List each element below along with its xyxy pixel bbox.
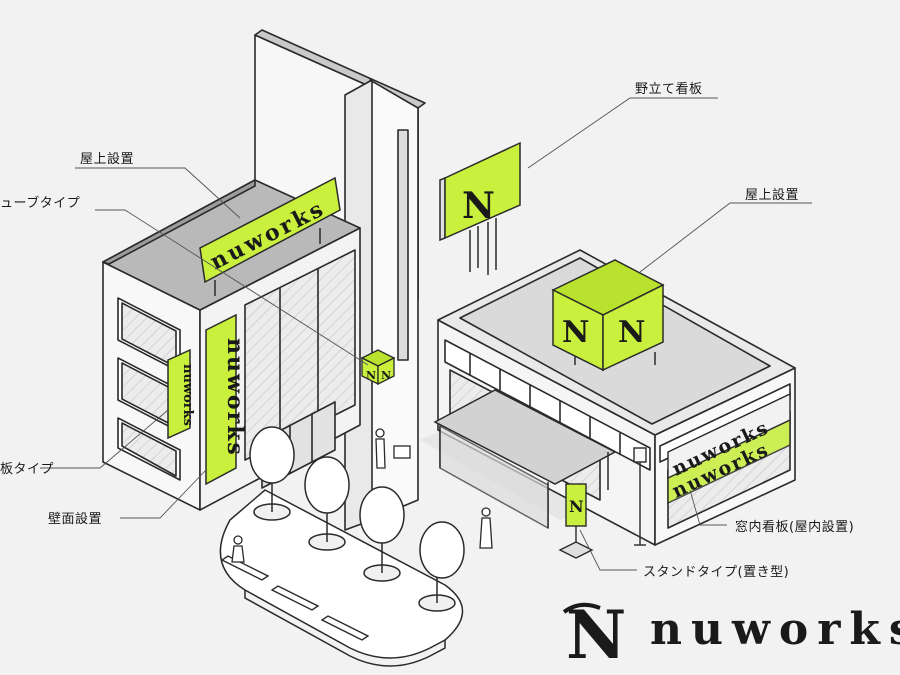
vertical-wall-sign: nuworks	[205, 313, 248, 486]
bench-2	[270, 585, 320, 611]
people	[231, 428, 493, 563]
person-sitting	[231, 535, 245, 563]
lamp-post	[633, 447, 647, 546]
tree-4	[418, 521, 465, 612]
small-cube-monogram: N	[366, 369, 376, 382]
stand-sign: N	[558, 483, 594, 559]
leader-rooftop-left	[75, 167, 241, 219]
label-stand-type: スタンドタイプ(置き型)	[643, 565, 790, 580]
leader-board-type	[40, 409, 169, 469]
label-rooftop-right: 屋上設置	[745, 188, 800, 203]
stand-sign-monogram: N	[569, 497, 584, 516]
brand-monogram-letter: N	[566, 598, 626, 668]
vertical-sign-text: nuworks	[222, 338, 248, 457]
person-walking	[479, 507, 493, 549]
leader-cube-type	[95, 209, 369, 366]
label-board-type: 板タイプ	[0, 462, 55, 477]
label-field-sign: 野立て看板	[635, 82, 703, 97]
leader-lines	[40, 97, 812, 571]
leader-rooftop-right	[639, 202, 812, 273]
tree-2	[304, 456, 350, 551]
leader-field-sign	[527, 97, 718, 169]
label-wall-install: 壁面設置	[48, 512, 103, 527]
bench-3	[320, 615, 370, 641]
trees	[249, 426, 465, 612]
leader-wall-install	[120, 469, 207, 519]
cube-monogram-left: N	[562, 315, 589, 350]
leader-window-sign	[689, 489, 727, 526]
plaza	[219, 489, 464, 667]
protruding-board-sign: nuworks	[167, 348, 195, 440]
person-with-cart	[375, 428, 411, 469]
small-cube-monogram-b: N	[381, 369, 391, 382]
label-window-sign: 窓内看板(屋内設置)	[735, 520, 855, 535]
entrance-canopy	[433, 389, 617, 530]
left-building	[102, 29, 426, 531]
tree-1	[249, 426, 295, 521]
billboard-monogram: N	[462, 185, 495, 227]
rooftop-cube-sign: N N	[551, 259, 665, 372]
label-cube-type: ューブタイプ	[0, 196, 81, 211]
field-billboard: N	[439, 141, 521, 275]
tree-3	[359, 486, 405, 582]
brand-logo: N nuworks	[560, 598, 900, 670]
leader-stand-type	[579, 529, 637, 571]
label-rooftop-left: 屋上設置	[80, 152, 135, 167]
board-sign-text: nuworks	[180, 364, 195, 426]
cube-monogram-right: N	[618, 315, 645, 350]
small-cube-sign: N N	[360, 349, 396, 386]
brand-monogram-mark: N	[562, 598, 626, 668]
brand-wordmark: nuworks	[650, 604, 900, 655]
